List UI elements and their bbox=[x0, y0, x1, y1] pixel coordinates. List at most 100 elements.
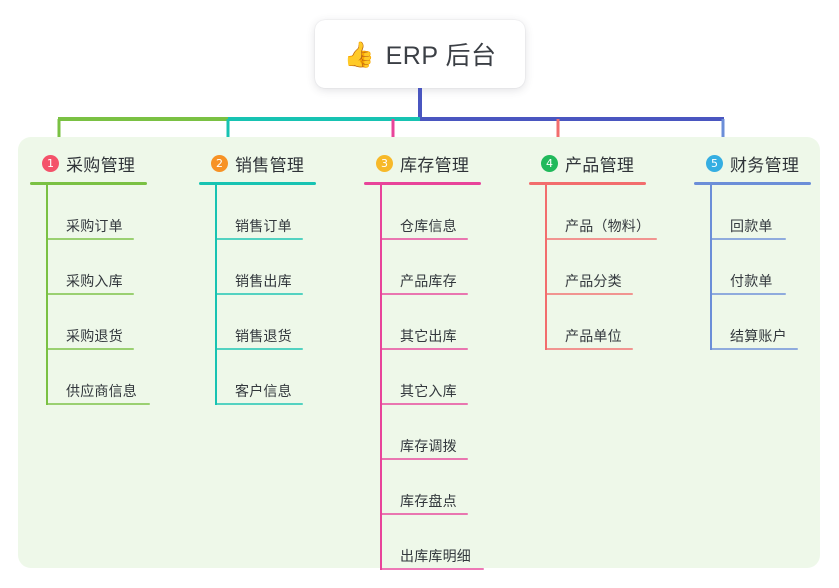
branch-child-item[interactable]: 产品单位 bbox=[545, 295, 679, 350]
branch-underline bbox=[694, 182, 811, 185]
branch-child-item[interactable]: 销售订单 bbox=[215, 185, 349, 240]
branch-number-badge: 4 bbox=[541, 154, 558, 172]
branch-child-underline bbox=[710, 238, 786, 240]
branch-child-label: 客户信息 bbox=[235, 383, 292, 399]
branch-child-underline bbox=[215, 293, 303, 295]
branch-child-item[interactable]: 库存盘点 bbox=[380, 460, 514, 515]
branch-child-label: 回款单 bbox=[730, 218, 773, 234]
branch-child-item[interactable]: 销售出库 bbox=[215, 240, 349, 295]
branch-child-label: 库存调拨 bbox=[400, 438, 457, 454]
branch-number-badge: 2 bbox=[211, 154, 228, 172]
root-node[interactable]: 👍 ERP 后台 bbox=[315, 20, 525, 88]
branch-title: 采购管理 bbox=[66, 155, 136, 175]
branch-child-label: 销售退货 bbox=[235, 328, 292, 344]
branch-child-item[interactable]: 采购订单 bbox=[46, 185, 180, 240]
branch-number-badge: 5 bbox=[706, 154, 723, 172]
branch-child-underline bbox=[545, 238, 657, 240]
branch-column-3: 3 库存管理仓库信息产品库存其它出库其它入库库存调拨库存盘点出库库明细 bbox=[364, 148, 514, 570]
branch-child-item[interactable]: 其它入库 bbox=[380, 350, 514, 405]
branch-header-1[interactable]: 1 采购管理 bbox=[30, 148, 180, 178]
branch-child-label: 付款单 bbox=[730, 273, 773, 289]
branch-number-badge: 1 bbox=[42, 154, 59, 172]
branch-child-label: 产品单位 bbox=[565, 328, 622, 344]
branch-underline bbox=[529, 182, 646, 185]
branch-child-item[interactable]: 库存调拨 bbox=[380, 405, 514, 460]
branch-child-item[interactable]: 产品分类 bbox=[545, 240, 679, 295]
branch-child-label: 采购退货 bbox=[66, 328, 123, 344]
branch-child-underline bbox=[46, 293, 134, 295]
branch-child-label: 采购订单 bbox=[66, 218, 123, 234]
branch-child-item[interactable]: 出库库明细 bbox=[380, 515, 514, 570]
branch-child-underline bbox=[380, 348, 468, 350]
branch-child-item[interactable]: 付款单 bbox=[710, 240, 839, 295]
branch-child-label: 产品（物料） bbox=[565, 218, 651, 234]
branch-number-badge: 3 bbox=[376, 154, 393, 172]
branch-child-item[interactable]: 回款单 bbox=[710, 185, 839, 240]
branch-child-underline bbox=[215, 238, 303, 240]
branch-children: 仓库信息产品库存其它出库其它入库库存调拨库存盘点出库库明细 bbox=[380, 185, 514, 570]
branch-title: 销售管理 bbox=[235, 155, 305, 175]
branch-child-underline bbox=[380, 403, 468, 405]
branch-child-underline bbox=[380, 293, 468, 295]
branch-child-underline bbox=[380, 513, 468, 515]
branch-child-underline bbox=[380, 238, 468, 240]
branch-children: 销售订单销售出库销售退货客户信息 bbox=[215, 185, 349, 405]
branch-child-label: 销售订单 bbox=[235, 218, 292, 234]
branch-child-item[interactable]: 销售退货 bbox=[215, 295, 349, 350]
branch-header-3[interactable]: 3 库存管理 bbox=[364, 148, 514, 178]
branch-child-underline bbox=[545, 348, 633, 350]
branch-column-2: 2 销售管理销售订单销售出库销售退货客户信息 bbox=[199, 148, 349, 405]
branch-child-item[interactable]: 其它出库 bbox=[380, 295, 514, 350]
branch-children: 回款单付款单结算账户 bbox=[710, 185, 839, 350]
branch-spine bbox=[545, 185, 547, 350]
branch-child-item[interactable]: 采购入库 bbox=[46, 240, 180, 295]
branch-child-label: 销售出库 bbox=[235, 273, 292, 289]
branch-child-label: 采购入库 bbox=[66, 273, 123, 289]
branch-child-underline bbox=[46, 348, 134, 350]
branch-child-item[interactable]: 产品库存 bbox=[380, 240, 514, 295]
branch-child-underline bbox=[46, 238, 134, 240]
branch-child-label: 供应商信息 bbox=[66, 383, 137, 399]
branch-child-item[interactable]: 供应商信息 bbox=[46, 350, 180, 405]
branch-children: 产品（物料） 产品分类产品单位 bbox=[545, 185, 679, 350]
branch-child-item[interactable]: 采购退货 bbox=[46, 295, 180, 350]
branch-title: 财务管理 bbox=[730, 155, 800, 175]
branch-child-label: 库存盘点 bbox=[400, 493, 457, 509]
branch-column-5: 5 财务管理回款单付款单结算账户 bbox=[694, 148, 839, 350]
branch-child-label: 结算账户 bbox=[730, 328, 787, 344]
branch-child-item[interactable]: 客户信息 bbox=[215, 350, 349, 405]
branch-child-underline bbox=[380, 568, 484, 570]
branch-column-1: 1 采购管理采购订单采购入库采购退货供应商信息 bbox=[30, 148, 180, 405]
branch-child-label: 仓库信息 bbox=[400, 218, 457, 234]
branch-children: 采购订单采购入库采购退货供应商信息 bbox=[46, 185, 180, 405]
branch-child-underline bbox=[215, 348, 303, 350]
branch-underline bbox=[199, 182, 316, 185]
branch-child-underline bbox=[710, 348, 798, 350]
branch-child-item[interactable]: 结算账户 bbox=[710, 295, 839, 350]
branch-child-item[interactable]: 产品（物料） bbox=[545, 185, 679, 240]
branch-child-label: 产品分类 bbox=[565, 273, 622, 289]
branch-child-underline bbox=[215, 403, 303, 405]
branch-child-item[interactable]: 仓库信息 bbox=[380, 185, 514, 240]
branch-child-label: 产品库存 bbox=[400, 273, 457, 289]
branch-header-5[interactable]: 5 财务管理 bbox=[694, 148, 839, 178]
branch-child-underline bbox=[380, 458, 468, 460]
branch-child-underline bbox=[545, 293, 633, 295]
branch-header-2[interactable]: 2 销售管理 bbox=[199, 148, 349, 178]
branch-spine bbox=[380, 185, 382, 570]
branch-spine bbox=[46, 185, 48, 405]
branches-panel bbox=[18, 137, 820, 568]
branch-child-label: 其它出库 bbox=[400, 328, 457, 344]
branch-spine bbox=[710, 185, 712, 350]
branch-child-underline bbox=[710, 293, 786, 295]
branch-spine bbox=[215, 185, 217, 405]
branch-title: 库存管理 bbox=[400, 155, 470, 175]
branch-underline bbox=[364, 182, 481, 185]
branch-child-label: 出库库明细 bbox=[400, 548, 471, 564]
root-node-label: ERP 后台 bbox=[385, 42, 497, 70]
branch-child-underline bbox=[46, 403, 150, 405]
thumbs-up-icon: 👍 bbox=[343, 40, 375, 69]
